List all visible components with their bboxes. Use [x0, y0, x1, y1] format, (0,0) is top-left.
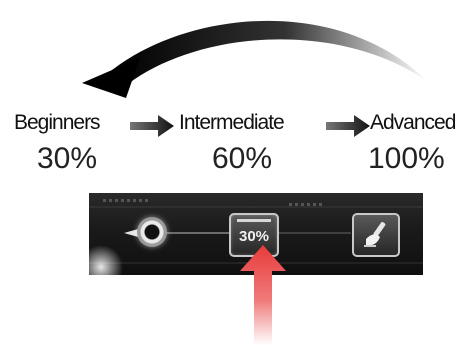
- stage-percent-intermediate: 60%: [212, 142, 273, 175]
- curved-return-arrow: [82, 20, 428, 98]
- percent-button-label: 30%: [238, 228, 270, 245]
- right-arrow-icon: [130, 115, 174, 137]
- stage-percent-beginners: 30%: [37, 142, 98, 175]
- stage-label-beginners: Beginners: [14, 111, 101, 134]
- right-arrow-icon: [326, 115, 370, 137]
- stage-percent-advanced: 100%: [368, 142, 445, 175]
- button-top-bar: [237, 219, 271, 222]
- brush-button[interactable]: [352, 213, 400, 257]
- stage-label-advanced: Advanced: [370, 111, 456, 134]
- toolbar-decoration: [89, 199, 423, 275]
- slider-knob[interactable]: [137, 217, 167, 247]
- percent-button[interactable]: 30%: [229, 213, 279, 257]
- stage-label-intermediate: Intermediate: [179, 111, 285, 134]
- brush-icon: [364, 222, 386, 247]
- red-pointer-arrow: [240, 245, 286, 345]
- toolbar-strip: 30%: [89, 193, 423, 275]
